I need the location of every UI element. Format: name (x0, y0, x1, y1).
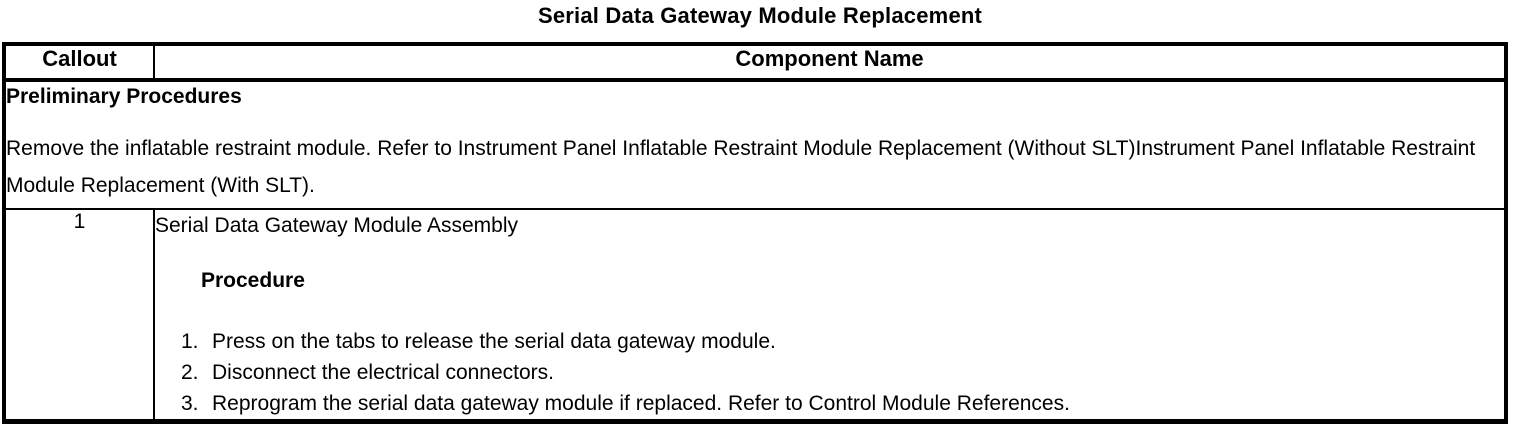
callout-number: 1 (3, 208, 155, 423)
component-table: Callout Component Name Preliminary Proce… (2, 42, 1508, 424)
callout-column-header: Callout (3, 43, 155, 82)
page-title: Serial Data Gateway Module Replacement (537, 3, 983, 28)
step-text: Press on the tabs to release the serial … (212, 330, 776, 353)
step-number: 2. (181, 361, 199, 384)
component-name-column-header: Component Name (153, 43, 1507, 82)
step-number: 3. (181, 392, 199, 415)
preliminary-procedures-cell: Preliminary Procedures Remove the inflat… (3, 79, 1507, 210)
step-text: Disconnect the electrical connectors. (212, 361, 554, 384)
step-number: 1. (181, 330, 199, 353)
procedure-heading: Procedure (201, 269, 305, 292)
procedure-step: 3. Reprogram the serial data gateway mod… (181, 388, 1504, 419)
component-cell: Serial Data Gateway Module Assembly Proc… (153, 208, 1507, 423)
procedure-step: 1. Press on the tabs to release the seri… (181, 326, 1504, 357)
table-header-row: Callout Component Name (3, 43, 1507, 82)
procedure-steps-list: 1. Press on the tabs to release the seri… (181, 326, 1504, 419)
preliminary-procedures-row: Preliminary Procedures Remove the inflat… (3, 79, 1507, 210)
component-name: Serial Data Gateway Module Assembly (155, 214, 518, 237)
table-row: 1 Serial Data Gateway Module Assembly Pr… (3, 208, 1507, 423)
preliminary-procedures-heading: Preliminary Procedures (6, 85, 242, 108)
step-text: Reprogram the serial data gateway module… (212, 392, 1070, 415)
procedure-step: 2. Disconnect the electrical connectors. (181, 357, 1504, 388)
preliminary-procedures-text: Remove the inflatable restraint module. … (6, 137, 1476, 197)
